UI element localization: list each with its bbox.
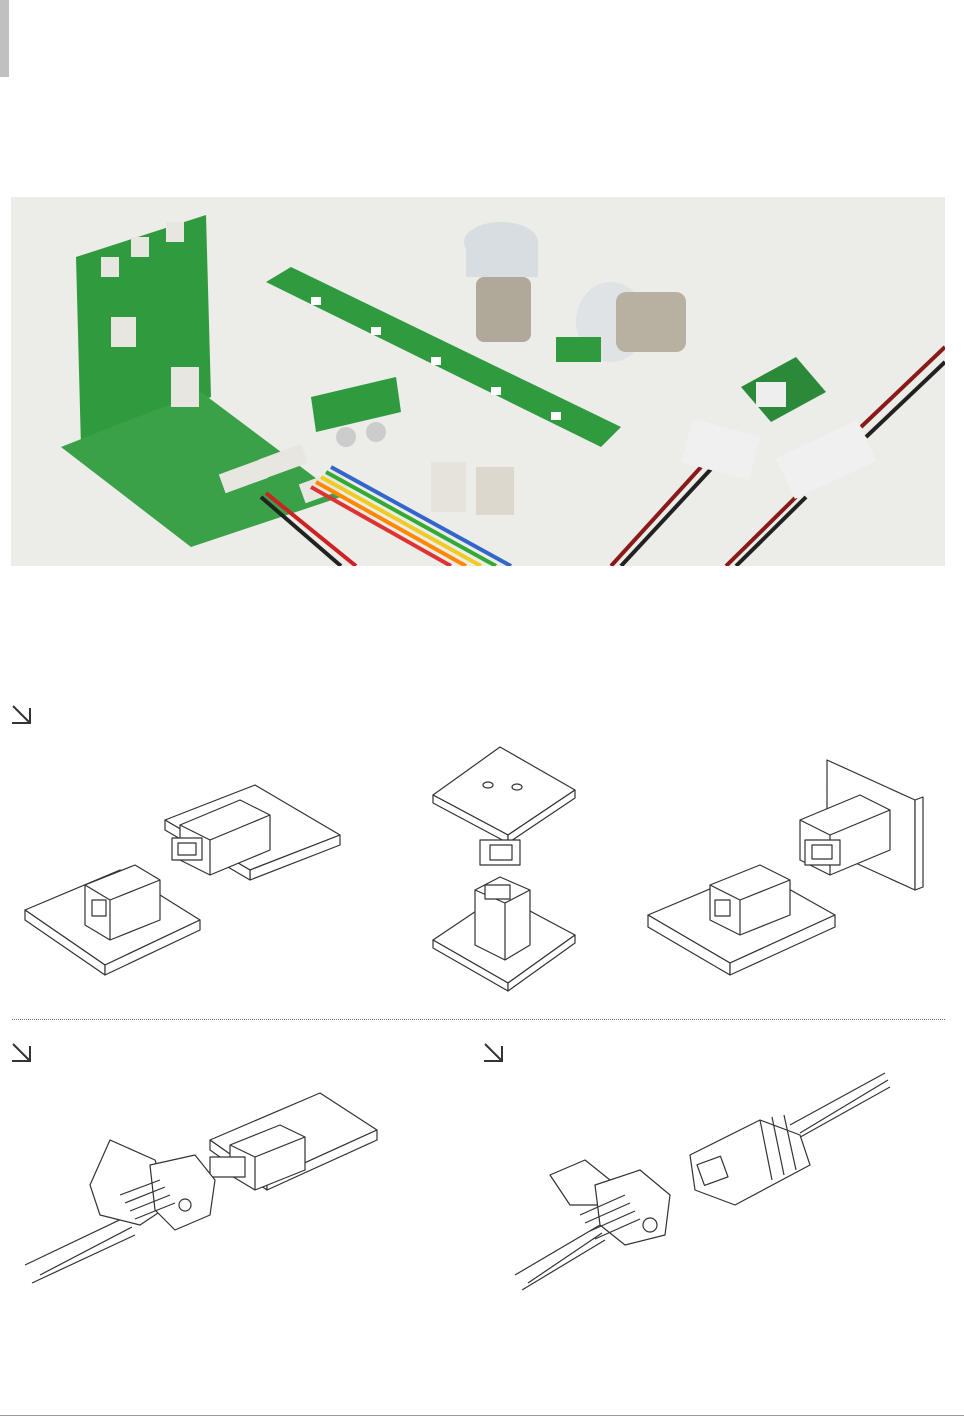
wire-to-board-figure (20, 1085, 380, 1290)
arrow-down-right-icon (11, 1042, 33, 1064)
arrow-down-right-icon (11, 704, 33, 726)
board-to-panel-figure (645, 755, 930, 990)
page-bottom-rule (0, 1415, 964, 1416)
wire-to-wire-figure (510, 1065, 895, 1295)
board-to-board-vertical-figure (430, 745, 580, 995)
side-tab (0, 0, 9, 77)
product-photo (11, 197, 945, 566)
section-divider (12, 1019, 945, 1020)
board-to-board-side-figure (20, 780, 350, 980)
arrow-down-right-icon (483, 1042, 505, 1064)
